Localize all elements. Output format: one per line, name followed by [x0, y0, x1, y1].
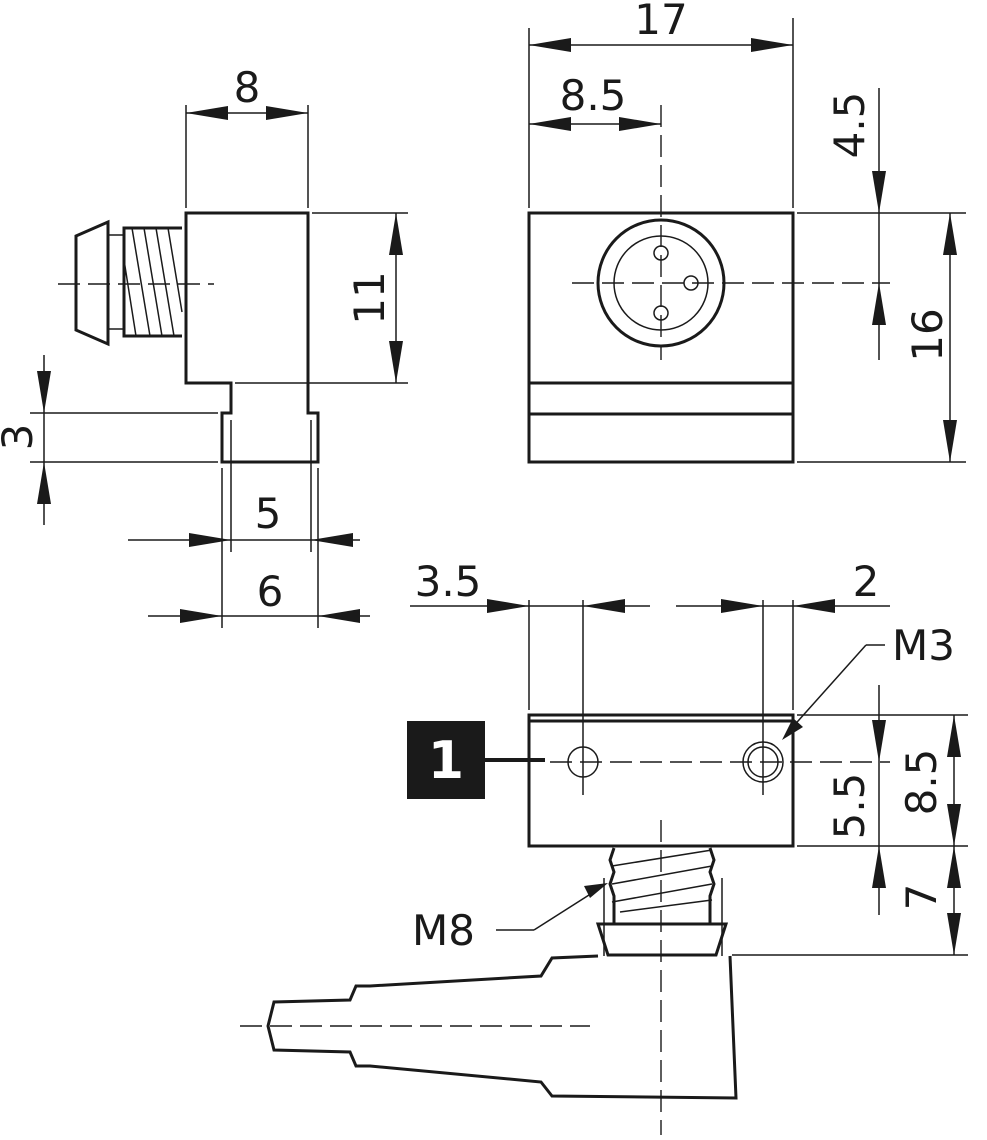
dim-front-width: 17	[634, 0, 687, 44]
dim-side-height: 11	[345, 271, 394, 324]
dim-bottom-total-height: 8.5	[897, 749, 946, 816]
dim-bottom-right-offset: 2	[853, 557, 880, 606]
front-view-body	[527, 211, 795, 464]
leader-labels: M3 M8 1	[407, 621, 955, 955]
m8-nut	[595, 922, 729, 957]
dim-front-height: 16	[903, 308, 952, 361]
dim-side-width: 8	[234, 63, 261, 112]
dim-side-foot-outer: 6	[257, 567, 284, 616]
label-m3: M3	[892, 621, 955, 670]
bottom-view-extension-lines	[528, 600, 968, 956]
callout-number: 1	[428, 731, 464, 791]
dim-bottom-connector-height: 7	[897, 884, 946, 911]
side-view-connector-nut	[74, 219, 110, 347]
dim-bottom-hole-height: 5.5	[825, 773, 874, 840]
cable-outline	[266, 954, 738, 1100]
side-view-extension-lines	[30, 105, 408, 628]
dim-side-step: 3	[0, 424, 42, 451]
label-m8: M8	[412, 906, 475, 955]
bottom-view	[240, 600, 968, 1135]
dim-bottom-left-offset: 3.5	[415, 557, 482, 606]
side-view-thread-body	[122, 226, 182, 338]
dim-front-center: 8.5	[560, 71, 627, 120]
side-view-thread-lines	[123, 227, 183, 337]
callout-box	[407, 721, 485, 799]
front-view-extension-lines	[528, 18, 966, 463]
dim-front-top-offset: 4.5	[825, 92, 874, 159]
side-view-body	[184, 211, 320, 464]
dim-side-foot-inner: 5	[255, 489, 282, 538]
dimension-lines: 8 11 3 5 6 17 8.5 4.5	[0, 0, 961, 955]
bottom-view-body	[527, 713, 795, 848]
m8-thread-lines	[611, 849, 713, 913]
side-view	[30, 105, 408, 628]
front-view	[527, 18, 966, 464]
